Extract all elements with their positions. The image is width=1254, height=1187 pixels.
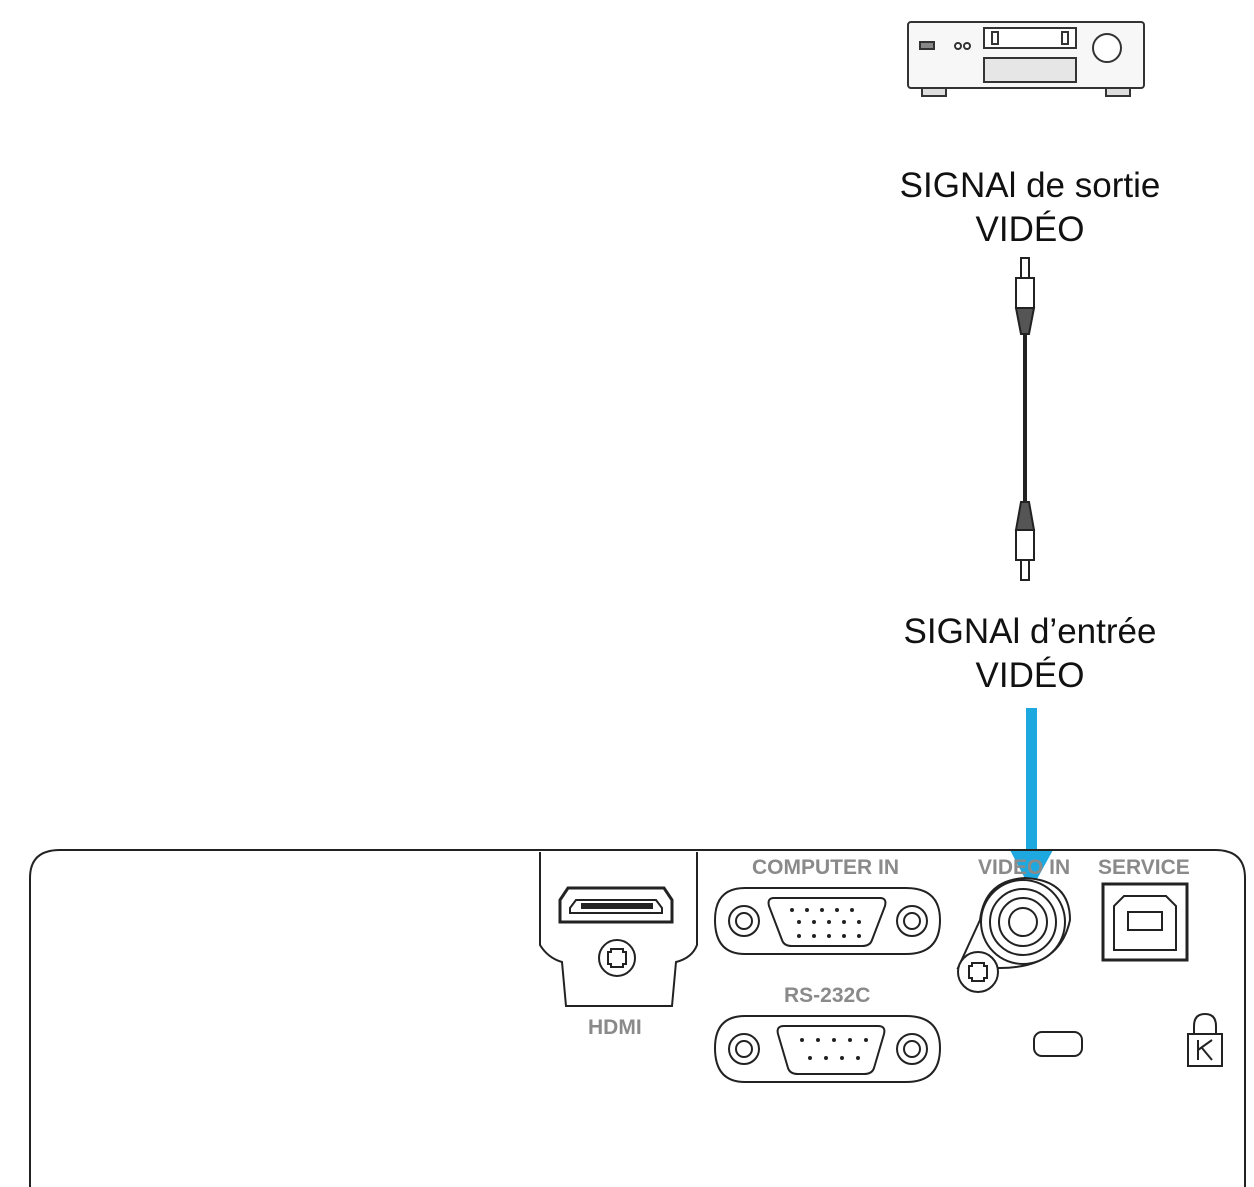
rca-cable-icon: [1014, 257, 1036, 581]
video-player-device-icon: [907, 21, 1145, 97]
video-in-label: VIDEO IN: [978, 856, 1071, 879]
hdmi-label: HDMI: [588, 1016, 642, 1039]
computer-in-label: COMPUTER IN: [752, 856, 899, 879]
connection-arrow: [1010, 708, 1053, 890]
output-signal-label-line1: SIGNAl de sortie: [899, 166, 1161, 205]
computer-in-port: [713, 887, 942, 955]
screw-icon: [598, 939, 636, 977]
rs232c-port: [713, 1015, 942, 1083]
output-signal-label-line2: VIDÉO: [975, 210, 1085, 249]
video-in-port: [956, 876, 1072, 993]
hdmi-port: [539, 852, 698, 1007]
projector-rear-panel: [29, 849, 1246, 1187]
input-signal-label-line1: SIGNAl d’entrée: [903, 612, 1157, 651]
service-port: [1101, 882, 1189, 962]
input-signal-label-line2: VIDÉO: [975, 656, 1085, 695]
kensington-lock-icon: [1187, 1012, 1223, 1067]
rs232c-label: RS-232C: [784, 984, 871, 1007]
security-slot: [1033, 1031, 1083, 1057]
service-label: SERVICE: [1098, 856, 1190, 879]
